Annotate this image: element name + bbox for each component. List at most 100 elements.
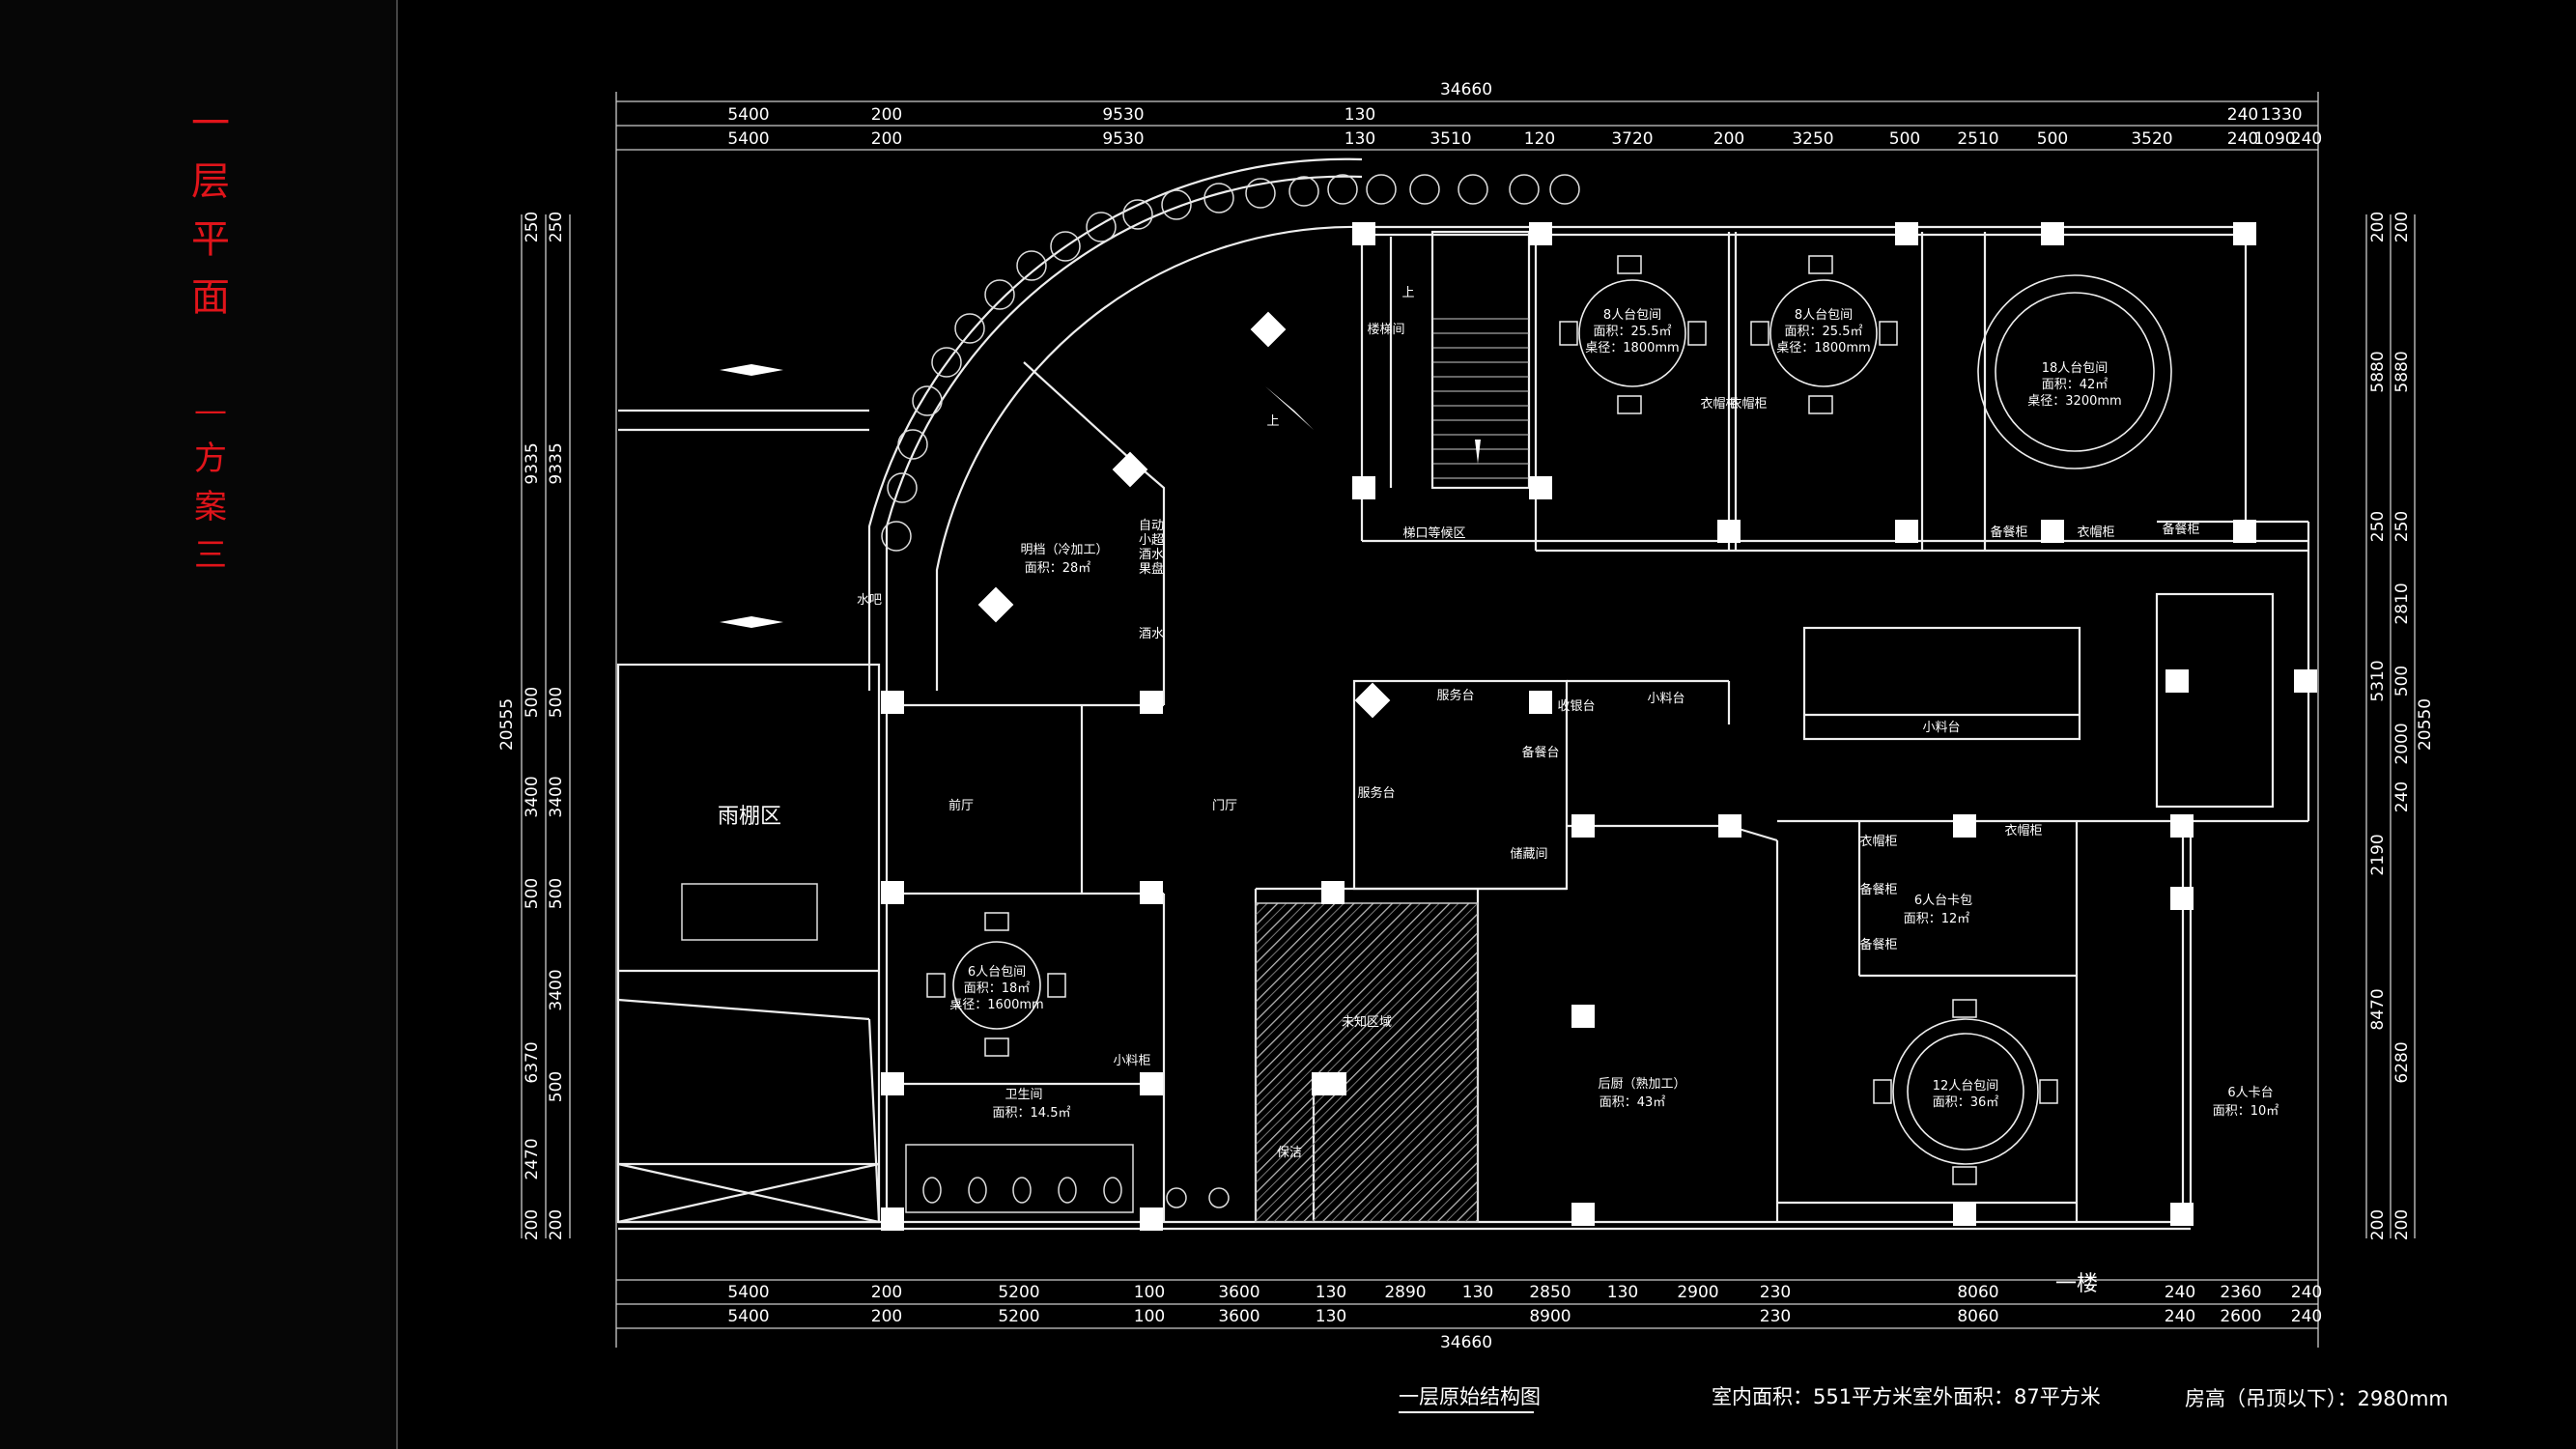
svg-text:2470: 2470 bbox=[523, 1138, 542, 1179]
svg-text:500: 500 bbox=[547, 1071, 566, 1102]
svg-text:3400: 3400 bbox=[547, 969, 566, 1010]
svg-text:9530: 9530 bbox=[1102, 105, 1144, 125]
arrow-icon bbox=[720, 616, 783, 628]
planter bbox=[681, 883, 818, 941]
tree-row bbox=[881, 174, 1580, 552]
label-p8b-size: 桌径：1800mm bbox=[1776, 341, 1870, 355]
dim-right: 20550 200 5880 250 5310 2190 8470 200 20… bbox=[2368, 212, 2435, 1240]
svg-text:5200: 5200 bbox=[998, 1307, 1039, 1326]
dim-bottom-row1: 5400 200 5200 100 3600 130 2890 130 2850… bbox=[727, 1283, 2322, 1302]
svg-text:2190: 2190 bbox=[2368, 834, 2388, 875]
frame-divider bbox=[396, 0, 398, 1449]
label-small-tag: 小料柜 bbox=[1113, 1054, 1150, 1068]
svg-text:120: 120 bbox=[1524, 129, 1555, 149]
label-cashier: 收银台 bbox=[1557, 699, 1595, 714]
direction-arrows bbox=[720, 364, 1481, 628]
label-cold-side-1: 自动 bbox=[1139, 519, 1164, 533]
label-cold-side-2: 小超 bbox=[1139, 533, 1164, 548]
floor-plan: 34660 5400 200 9530 130 240 1330 5400 20… bbox=[497, 80, 2449, 1413]
label-wc-area: 面积：14.5㎡ bbox=[993, 1106, 1071, 1121]
svg-text:130: 130 bbox=[1345, 105, 1375, 125]
label-p18: 18人台包间 bbox=[2042, 361, 2109, 376]
dim-top-row1: 5400 200 9530 130 240 1330 bbox=[727, 105, 2302, 125]
label-booth6: 6人台卡包 bbox=[1914, 894, 1972, 908]
dim-top-row2: 5400 200 9530 130 3510 120 3720 200 3250… bbox=[727, 129, 2322, 149]
svg-text:200: 200 bbox=[871, 1283, 902, 1302]
svg-text:20550: 20550 bbox=[2416, 698, 2435, 751]
label-booth6b-area: 面积：10㎡ bbox=[2213, 1104, 2279, 1119]
svg-text:250: 250 bbox=[2368, 511, 2388, 542]
label-cold-side-4: 果盘 bbox=[1139, 561, 1164, 577]
svg-text:200: 200 bbox=[2392, 212, 2412, 242]
label-hall: 门厅 bbox=[1212, 799, 1237, 813]
svg-text:5310: 5310 bbox=[2368, 660, 2388, 701]
svg-text:130: 130 bbox=[1316, 1307, 1346, 1326]
dim-bottom-row2: 5400 200 5200 100 3600 130 8900 230 8060… bbox=[727, 1307, 2322, 1326]
columns bbox=[881, 222, 2317, 1231]
svg-text:8060: 8060 bbox=[1957, 1283, 1998, 1302]
svg-text:8060: 8060 bbox=[1957, 1307, 1998, 1326]
label-p6a-area: 面积：18㎡ bbox=[964, 981, 1031, 996]
svg-text:6370: 6370 bbox=[523, 1041, 542, 1083]
label-p8b: 8人台包间 bbox=[1795, 308, 1853, 323]
dim-top-overall: 34660 bbox=[1440, 80, 1492, 99]
label-cold-side-5: 酒水 bbox=[1139, 627, 1164, 641]
label-p12-area: 面积：36㎡ bbox=[1933, 1095, 1999, 1110]
label-service-desk: 服务台 bbox=[1357, 785, 1395, 801]
label-service: 服务台 bbox=[1436, 688, 1474, 703]
footer-height: 房高（吊顶以下）：2980mm bbox=[2185, 1387, 2449, 1410]
label-kitchen: 后厨（熟加工） bbox=[1598, 1076, 1685, 1092]
label-canopy: 雨棚区 bbox=[718, 805, 781, 829]
label-wc: 卫生间 bbox=[1005, 1088, 1042, 1102]
svg-text:2000: 2000 bbox=[2392, 723, 2412, 764]
chairs bbox=[926, 255, 2058, 1185]
svg-text:200: 200 bbox=[871, 1307, 902, 1326]
svg-text:3720: 3720 bbox=[1611, 129, 1653, 149]
label-cold-side-3: 酒水 bbox=[1139, 548, 1164, 562]
dimension-lines bbox=[521, 92, 2416, 1348]
svg-text:3600: 3600 bbox=[1218, 1307, 1260, 1326]
svg-text:3400: 3400 bbox=[547, 776, 566, 817]
label-tag-4: 衣帽柜 bbox=[2077, 525, 2114, 540]
svg-text:2850: 2850 bbox=[1529, 1283, 1571, 1302]
svg-text:200: 200 bbox=[2392, 1209, 2412, 1240]
svg-text:1090: 1090 bbox=[2253, 129, 2295, 149]
svg-text:100: 100 bbox=[1134, 1283, 1165, 1302]
label-p18-area: 面积：42㎡ bbox=[2042, 378, 2109, 392]
svg-text:200: 200 bbox=[871, 105, 902, 125]
svg-text:130: 130 bbox=[1345, 129, 1375, 149]
svg-text:130: 130 bbox=[1462, 1283, 1493, 1302]
svg-text:240: 240 bbox=[2392, 781, 2412, 812]
svg-text:8470: 8470 bbox=[2368, 988, 2388, 1030]
label-booth-side-3: 备餐柜 bbox=[1859, 937, 1897, 952]
label-up-1: 上 bbox=[1401, 286, 1414, 300]
label-p8a-area: 面积：25.5㎡ bbox=[1594, 325, 1672, 339]
label-p12: 12人台包间 bbox=[1933, 1079, 1999, 1094]
walls bbox=[616, 157, 2310, 1231]
svg-text:9335: 9335 bbox=[547, 442, 566, 484]
dim-left: 20555 250 9335 500 3400 500 6370 2470 20… bbox=[497, 212, 566, 1240]
svg-text:130: 130 bbox=[1316, 1283, 1346, 1302]
label-wait: 未知区域 bbox=[1342, 1014, 1392, 1030]
label-tag-2: 衣帽柜 bbox=[1729, 396, 1767, 412]
svg-text:100: 100 bbox=[1134, 1307, 1165, 1326]
svg-text:3520: 3520 bbox=[2131, 129, 2172, 149]
label-storage: 储藏间 bbox=[1510, 847, 1547, 862]
label-bev-counter: 小料台 bbox=[1647, 692, 1684, 706]
arrow-icon bbox=[720, 364, 783, 376]
svg-text:8900: 8900 bbox=[1529, 1307, 1571, 1326]
label-stair-lift: 梯口等候区 bbox=[1402, 526, 1465, 541]
svg-text:2890: 2890 bbox=[1384, 1283, 1426, 1302]
svg-text:2810: 2810 bbox=[2392, 582, 2412, 624]
label-cleaning: 保洁 bbox=[1277, 1146, 1302, 1160]
svg-text:200: 200 bbox=[523, 1209, 542, 1240]
svg-text:200: 200 bbox=[2368, 212, 2388, 242]
footer-area-in: 室内面积：551平方米 bbox=[1712, 1385, 1912, 1408]
svg-text:9530: 9530 bbox=[1102, 129, 1144, 149]
svg-text:5400: 5400 bbox=[727, 1283, 769, 1302]
footer-title: 一层原始结构图 bbox=[1399, 1385, 1541, 1408]
label-up-2: 上 bbox=[1266, 414, 1279, 429]
label-booth-side-2: 备餐柜 bbox=[1859, 882, 1897, 897]
svg-text:6280: 6280 bbox=[2392, 1041, 2412, 1083]
vertical-title: 一 层 平 面 bbox=[191, 101, 230, 320]
